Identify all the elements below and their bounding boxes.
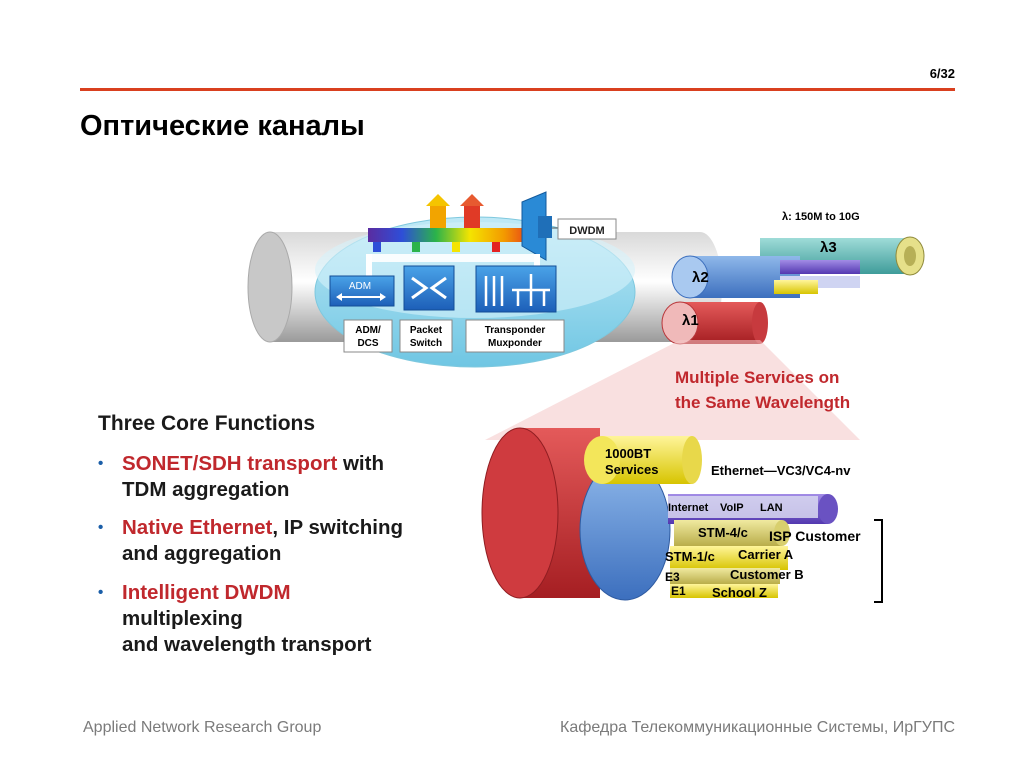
bullet-sonet-rest: with	[337, 452, 384, 475]
bullet-dwdm-highlight: Intelligent DWDM	[122, 581, 291, 604]
packet-box-line1: Packet	[410, 325, 443, 336]
voip-label: VoIP	[720, 502, 744, 514]
bullet-dwdm-line2: multiplexing	[122, 607, 243, 630]
optical-network-diagram: DWDM ADM ADM/ DCS Packet Switch	[240, 190, 940, 610]
dwdm-box	[557, 218, 617, 240]
adm-icon: ADM	[329, 275, 395, 307]
packet-switch-icon	[403, 265, 455, 311]
adm-box-line2: DCS	[357, 338, 378, 349]
transponder-box-line2: Muxponder	[488, 338, 542, 349]
e1-label: E1	[671, 584, 686, 598]
transponder-icon	[475, 265, 557, 313]
bt-line1: 1000BT	[605, 446, 651, 461]
ethernet-vc-label: Ethernet—VC3/VC4-nv	[711, 463, 851, 478]
services-line2: the Same Wavelength	[675, 393, 850, 412]
page-number: 6/32	[929, 66, 955, 81]
footer-right: Кафедра Телекоммуникационные Системы, Ир…	[560, 719, 955, 736]
bullet-marker: •	[98, 455, 104, 472]
footer-left: Applied Network Research Group	[83, 719, 322, 736]
bullet-ethernet-line2: and aggregation	[122, 542, 282, 565]
stm4-label: STM-4/c	[698, 525, 748, 540]
school-z-label: School Z	[712, 585, 767, 600]
transponder-box-line1: Transponder	[485, 325, 546, 336]
bullet-marker: •	[98, 584, 104, 601]
carrier-a-label: Carrier A	[738, 547, 794, 562]
bullet-sonet-line2: TDM aggregation	[122, 478, 290, 501]
lambda3-label: λ3	[820, 239, 837, 256]
stm1-label: STM-1/c	[665, 549, 715, 564]
core-functions-heading: Three Core Functions	[98, 412, 316, 435]
bullet-ethernet-rest: , IP switching	[272, 516, 404, 539]
dwdm-label: DWDM	[569, 225, 604, 237]
services-line1: Multiple Services on	[675, 368, 839, 387]
internet-label: Internet	[668, 502, 709, 514]
bt-line2: Services	[605, 462, 659, 477]
header-rule	[80, 88, 955, 91]
e3-label: E3	[665, 570, 680, 584]
customer-b-label: Customer B	[730, 567, 804, 582]
bullet-ethernet-highlight: Native Ethernet	[122, 516, 273, 539]
adm-box-line1: ADM/	[355, 325, 381, 336]
slide-title: Оптические каналы	[80, 110, 365, 142]
packet-box-line2: Switch	[410, 338, 442, 349]
bullet-marker: •	[98, 519, 104, 536]
isp-customer-label: ISP Customer	[769, 528, 861, 544]
lambda2-label: λ2	[692, 269, 709, 286]
bullet-sonet-highlight: SONET/SDH transport	[122, 452, 338, 475]
bullet-dwdm-line3: and wavelength transport	[122, 633, 372, 656]
lan-label: LAN	[760, 502, 783, 514]
lambda1-label: λ1	[682, 312, 699, 329]
svg-text:ADM: ADM	[349, 281, 371, 292]
lambda-range: λ: 150M to 10G	[782, 211, 860, 223]
